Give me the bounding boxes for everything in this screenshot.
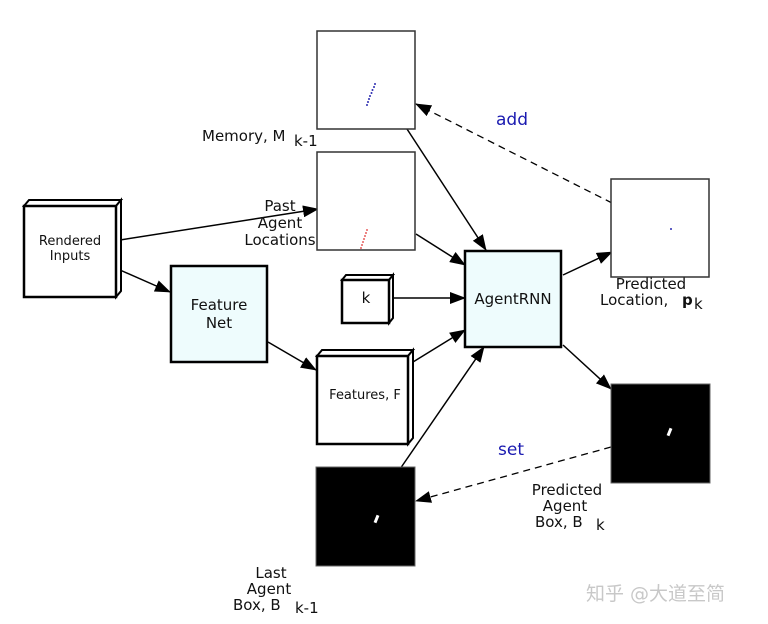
edge-add-dashed: [415, 103, 613, 204]
predicted-box-mark: [666, 427, 673, 437]
edge-inputs-to-past-locations: [119, 205, 319, 241]
features-node[interactable]: Features, F: [314, 347, 416, 447]
past-locations-image: [316, 151, 416, 251]
k-input-label: k: [362, 289, 371, 307]
past-locations-caption-line2: Agent: [258, 214, 303, 232]
memory-trace: [366, 83, 376, 106]
last-box-image: [315, 466, 416, 567]
feature-net-node[interactable]: Feature Net: [169, 264, 269, 364]
edge-memory-to-agentrnn: [406, 128, 487, 251]
predicted-location-caption-subscript: k: [694, 295, 703, 313]
predicted-box-image: [610, 383, 711, 484]
predicted-location-caption-line1: Predicted: [616, 275, 686, 293]
predicted-box-caption-subscript: k: [596, 516, 605, 534]
agent-rnn-label: AgentRNN: [474, 290, 551, 308]
add-operation-label: add: [496, 110, 528, 130]
memory-caption: Memory, M: [202, 127, 285, 145]
past-locations-trace: [360, 229, 368, 249]
watermark: 知乎 @大道至简: [586, 583, 725, 605]
predicted-location-image: [610, 178, 710, 278]
edge-past-to-agentrnn: [415, 233, 466, 266]
edge-inputs-to-feature-net: [119, 269, 171, 293]
memory-image: [316, 30, 416, 130]
predicted-location-dot: [670, 228, 672, 230]
predicted-box-caption-line1: Predicted: [532, 481, 602, 499]
rendered-inputs-label-line1: Rendered: [39, 234, 101, 249]
rendered-inputs-node[interactable]: Rendered Inputs: [21, 197, 124, 300]
last-box-caption-line3: Box, B: [233, 596, 281, 614]
feature-net-label-line2: Net: [206, 314, 232, 332]
k-input-node[interactable]: k: [339, 272, 396, 326]
predicted-box-caption-line2: Agent: [543, 497, 588, 515]
set-operation-label: set: [498, 440, 524, 460]
predicted-box-caption-line3: Box, B: [535, 513, 583, 531]
past-locations-caption-line3: Locations: [244, 231, 315, 249]
agent-rnn-node[interactable]: AgentRNN: [463, 249, 563, 349]
edge-agentrnn-to-predicted-box: [562, 344, 612, 390]
rendered-inputs-label-line2: Inputs: [50, 249, 91, 264]
last-box-caption-line2: Agent: [247, 580, 292, 598]
edge-lastbox-to-agentrnn: [399, 346, 485, 470]
edge-featurenet-to-features: [267, 341, 317, 371]
edge-features-to-agentrnn: [412, 329, 466, 363]
memory-caption-subscript: k-1: [294, 132, 318, 150]
feature-net-label-line1: Feature: [191, 296, 248, 314]
last-box-caption-subscript: k-1: [295, 599, 319, 617]
features-label: Features, F: [329, 388, 401, 403]
predicted-location-caption-line2: Location,: [600, 291, 668, 309]
last-box-caption-line1: Last: [255, 564, 286, 582]
last-box-mark: [373, 514, 380, 524]
edges: [119, 103, 613, 503]
edge-set-dashed: [415, 446, 612, 503]
edge-agentrnn-to-predicted-location: [562, 251, 613, 276]
predicted-location-caption-bold: p: [682, 291, 693, 309]
past-locations-caption-line1: Past: [264, 197, 295, 215]
